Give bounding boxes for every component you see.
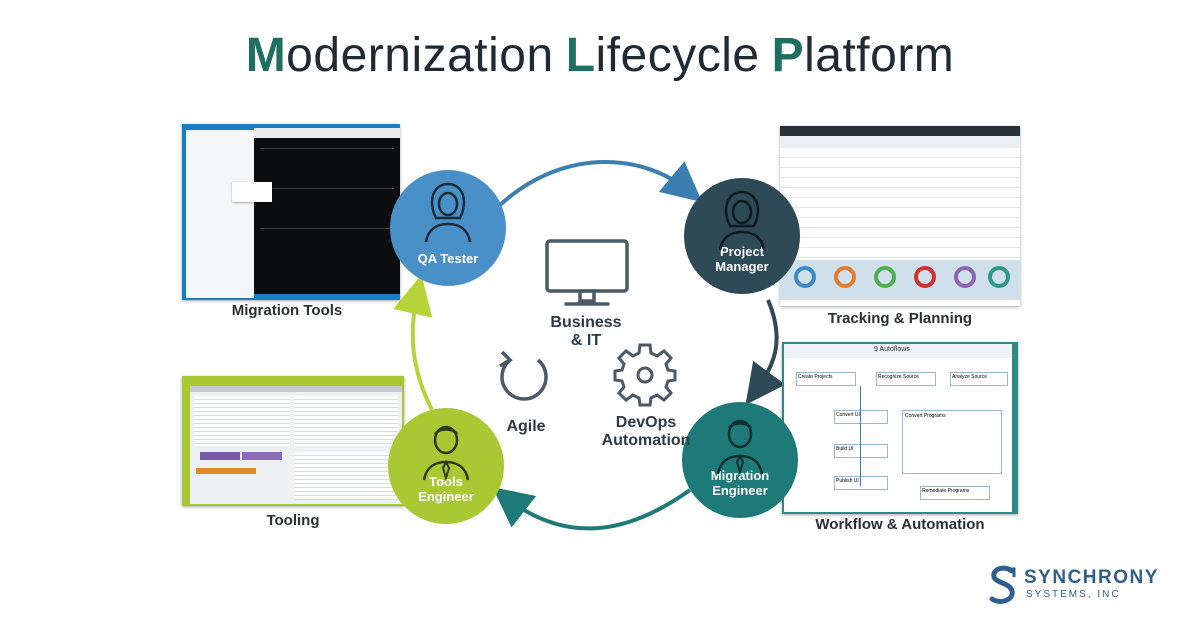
migration-tools-caption: Migration Tools (231, 302, 343, 319)
project-manager-label: Project Manager (715, 244, 769, 274)
gear-icon (613, 343, 677, 407)
project-manager-circle: Project Manager (684, 178, 800, 294)
workflow-automation-screenshot: 9 Autoflows Create Projects Recognize So… (782, 342, 1018, 514)
monitor-icon (545, 239, 629, 306)
title-word-rest: latform (804, 29, 955, 82)
tracking-planning-caption: Tracking & Planning (827, 310, 973, 327)
person-male-icon (716, 419, 764, 476)
tooling-caption: Tooling (266, 512, 320, 529)
migration-tools-screenshot (182, 124, 400, 300)
agile-cycle-icon (499, 350, 548, 401)
tooling-screenshot (182, 376, 404, 506)
flow-node: Convert UI (834, 410, 888, 424)
arrow-me-to-tools (492, 487, 692, 531)
title-word: Platform (772, 29, 955, 82)
logo-name: SYNCHRONY (1024, 567, 1159, 588)
flow-node: Publish UI (834, 476, 888, 490)
agile-label: Agile (506, 418, 546, 435)
devops-automation-label: DevOps Automation (601, 414, 691, 449)
flow-node: Build UI (834, 444, 888, 458)
person-male-icon (422, 425, 470, 482)
qa-tester-circle: QA Tester (390, 170, 506, 286)
business-it-label: Business & IT (550, 314, 622, 349)
flow-node: Analyze Source (950, 372, 1008, 386)
title-initial: M (245, 29, 287, 82)
tools-engineer-label: Tools Engineer (418, 474, 474, 504)
title-word: Lifecycle (566, 29, 760, 82)
person-female-icon (424, 182, 472, 243)
logo-sub: SYSTEMS, INC (1026, 589, 1121, 600)
person-female-icon (718, 190, 766, 251)
tracking-planning-screenshot (780, 126, 1020, 306)
synchrony-s-mark-icon (989, 565, 1016, 604)
arrow-pm-to-me (745, 299, 786, 405)
title-word-rest: odernization (286, 29, 554, 82)
migration-engineer-circle: Migration Engineer (682, 402, 798, 518)
arrow-tools-to-qa (393, 274, 434, 411)
title-word-rest: ifecycle (595, 29, 760, 82)
synchrony-logo: SYNCHRONY SYSTEMS, INC (986, 565, 1176, 605)
flow-node: Remediate Programs (920, 486, 990, 500)
title-initial: L (565, 29, 596, 82)
title-word: Modernization (246, 29, 554, 82)
workflow-automation-caption: Workflow & Automation (815, 516, 985, 533)
migration-engineer-label: Migration Engineer (710, 468, 770, 498)
qa-tester-label: QA Tester (417, 251, 479, 266)
arrow-qa-to-pm (498, 160, 703, 207)
autoflows-header: 9 Autoflows (874, 346, 910, 353)
flow-node: Convert Programs (902, 410, 1002, 474)
flow-node: Recognize Source (876, 372, 936, 386)
flow-node: Create Projects (796, 372, 856, 386)
tools-engineer-circle: Tools Engineer (388, 408, 504, 524)
title-initial: P (771, 29, 805, 82)
